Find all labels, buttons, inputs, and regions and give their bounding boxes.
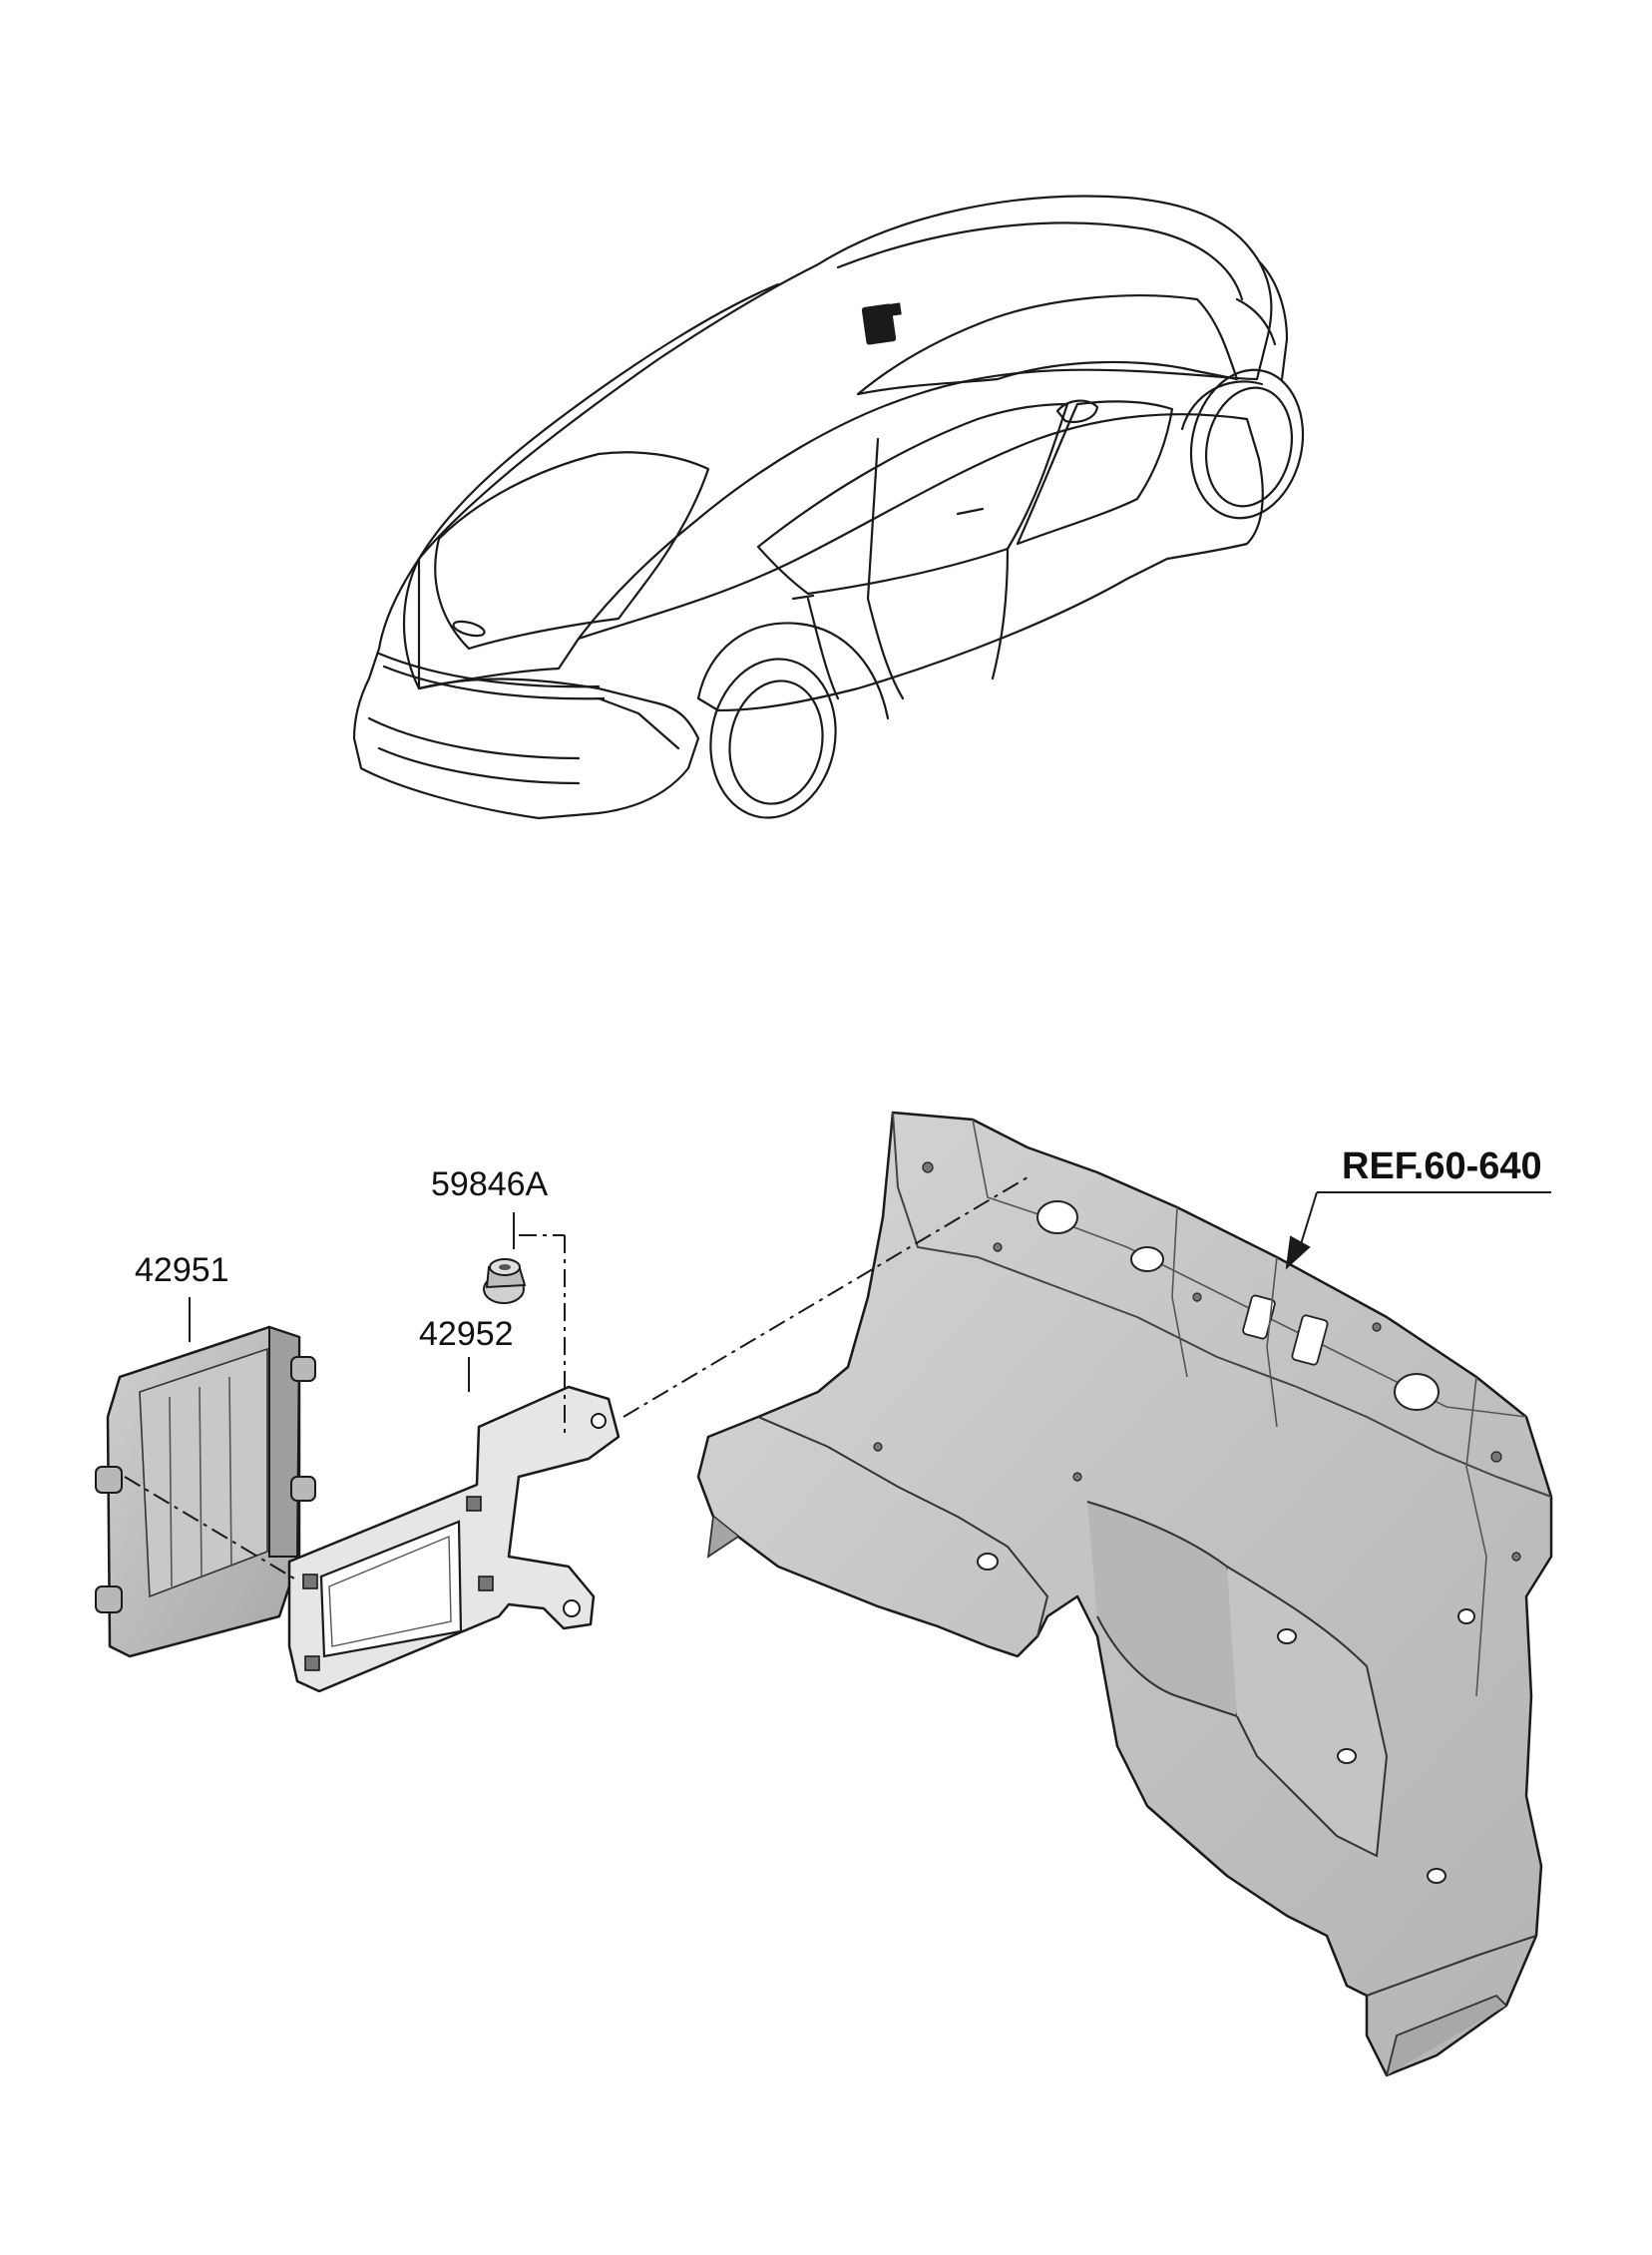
car-body-side	[577, 413, 1264, 712]
callout-42952: 42952	[419, 1315, 514, 1353]
callout-59846a: 59846A	[431, 1165, 549, 1203]
callout-42951: 42951	[135, 1251, 229, 1289]
car-side-mirror	[1055, 399, 1099, 423]
ecu-bracket	[287, 1385, 620, 1693]
dashed-assembly-lines	[124, 1176, 1029, 1582]
callout-reference: REF.60-640	[1342, 1145, 1542, 1187]
flange-nut	[483, 1258, 527, 1304]
car-front-wheel	[1189, 368, 1305, 520]
vehicle-overview	[352, 195, 1305, 820]
car-rear-wheel	[709, 658, 837, 819]
ecu-module	[95, 1325, 316, 1658]
dash-panel-firewall	[696, 1111, 1553, 2077]
car-rear-end	[352, 557, 700, 820]
leader-lines	[189, 1191, 1551, 1392]
car-rear-window	[434, 451, 710, 651]
ecu-location-marker	[861, 302, 902, 345]
car-roof-outline	[402, 195, 1273, 690]
car-windshield	[856, 294, 1239, 396]
